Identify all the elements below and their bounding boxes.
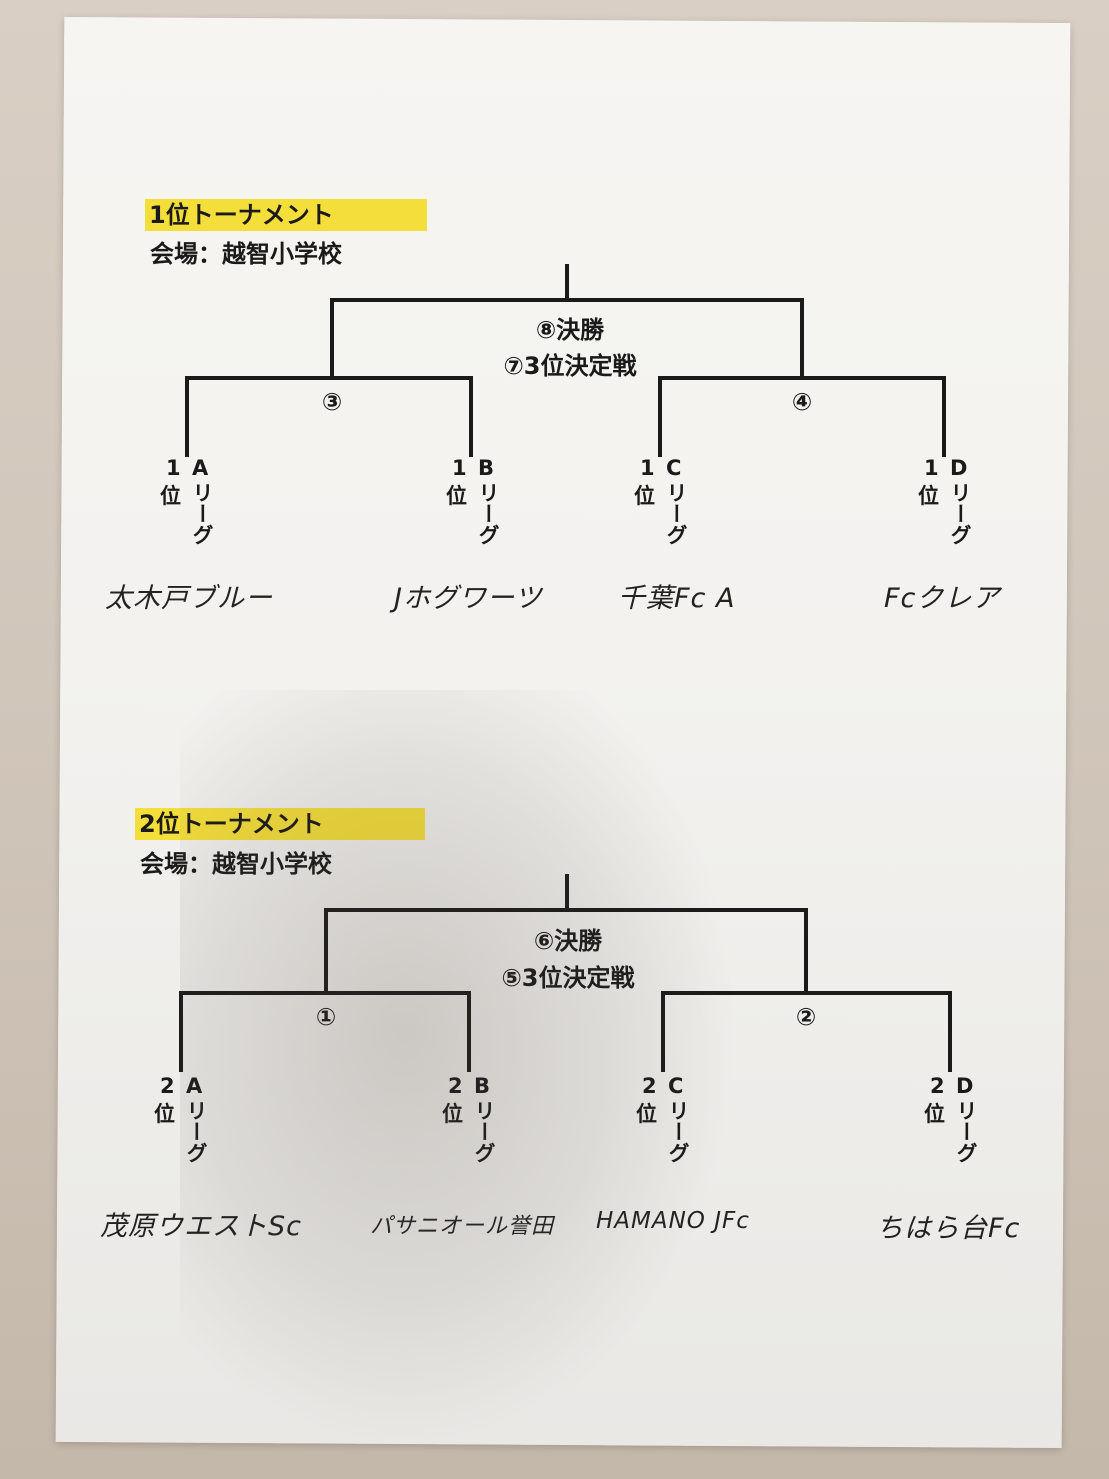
seed-rank: 2 [448,1074,463,1098]
seed-rank: 1 [924,456,939,480]
seed-league-word: リーグ [472,1100,496,1163]
seed-league: A [186,1074,203,1098]
t1-venue: 会場：越智小学校 [150,240,342,268]
t2-final-label: ⑥決勝 [533,927,603,955]
seed-rank-unit: 位 [634,484,655,508]
seed-league-word: リーグ [190,482,214,545]
seed-league: B [478,456,495,480]
t2-semi-right-label: ② [795,1003,817,1031]
seed-rank: 2 [160,1074,175,1098]
t1-final-line [330,264,804,380]
t2-final-line [324,874,808,995]
t2-venue: 会場：越智小学校 [140,850,332,878]
seed-league: A [192,456,209,480]
team-name: Jホグワーツ [394,583,543,614]
t2-title: 2位トーナメント [135,808,425,840]
seed-league: D [956,1074,974,1098]
seed-league-word: リーグ [476,482,500,545]
team-name: 千葉Fc A [618,583,736,614]
seed-rank-unit: 位 [154,1102,175,1126]
team-name: HAMANO JFc [596,1208,750,1234]
t1-semi-left-line [185,376,473,457]
seed-league-word: リーグ [666,1100,690,1163]
seed-rank: 2 [930,1074,945,1098]
seed-league-word: リーグ [954,1100,978,1163]
team-name: ちはら台Fc [876,1213,1021,1244]
seed-rank: 1 [452,456,467,480]
seed-league: C [666,456,682,480]
seed-league: C [668,1074,684,1098]
t1-semi-right-line [658,376,946,457]
team-name: パサニオール誉田 [370,1214,555,1239]
t1-semi-left-label: ③ [321,388,343,416]
seed-league: B [474,1074,491,1098]
t2-semi-left-line [179,991,471,1072]
team-name: Fcクレア [884,583,1001,614]
team-name: 太木戸ブルー [105,583,273,614]
seed-rank-unit: 位 [918,484,939,508]
t2-semi-right-line [661,991,952,1072]
seed-rank-unit: 位 [160,484,181,508]
seed-league: D [950,456,968,480]
seed-league-word: リーグ [664,482,688,545]
t1-semi-right-label: ④ [791,388,813,416]
t1-title: 1位トーナメント [145,199,427,231]
seed-rank: 1 [166,456,181,480]
seed-league-word: リーグ [184,1100,208,1163]
seed-rank-unit: 位 [636,1102,657,1126]
team-name: 茂原ウエストSc [100,1211,302,1242]
seed-rank-unit: 位 [924,1102,945,1126]
t1-third-label: ⑦3位決定戦 [503,352,637,380]
seed-rank-unit: 位 [442,1102,463,1126]
t1-final-label: ⑧決勝 [535,316,605,344]
seed-rank: 2 [642,1074,657,1098]
seed-league-word: リーグ [948,482,972,545]
seed-rank-unit: 位 [446,484,467,508]
t2-semi-left-label: ① [315,1003,337,1031]
seed-rank: 1 [640,456,655,480]
t2-third-label: ⑤3位決定戦 [501,964,635,992]
